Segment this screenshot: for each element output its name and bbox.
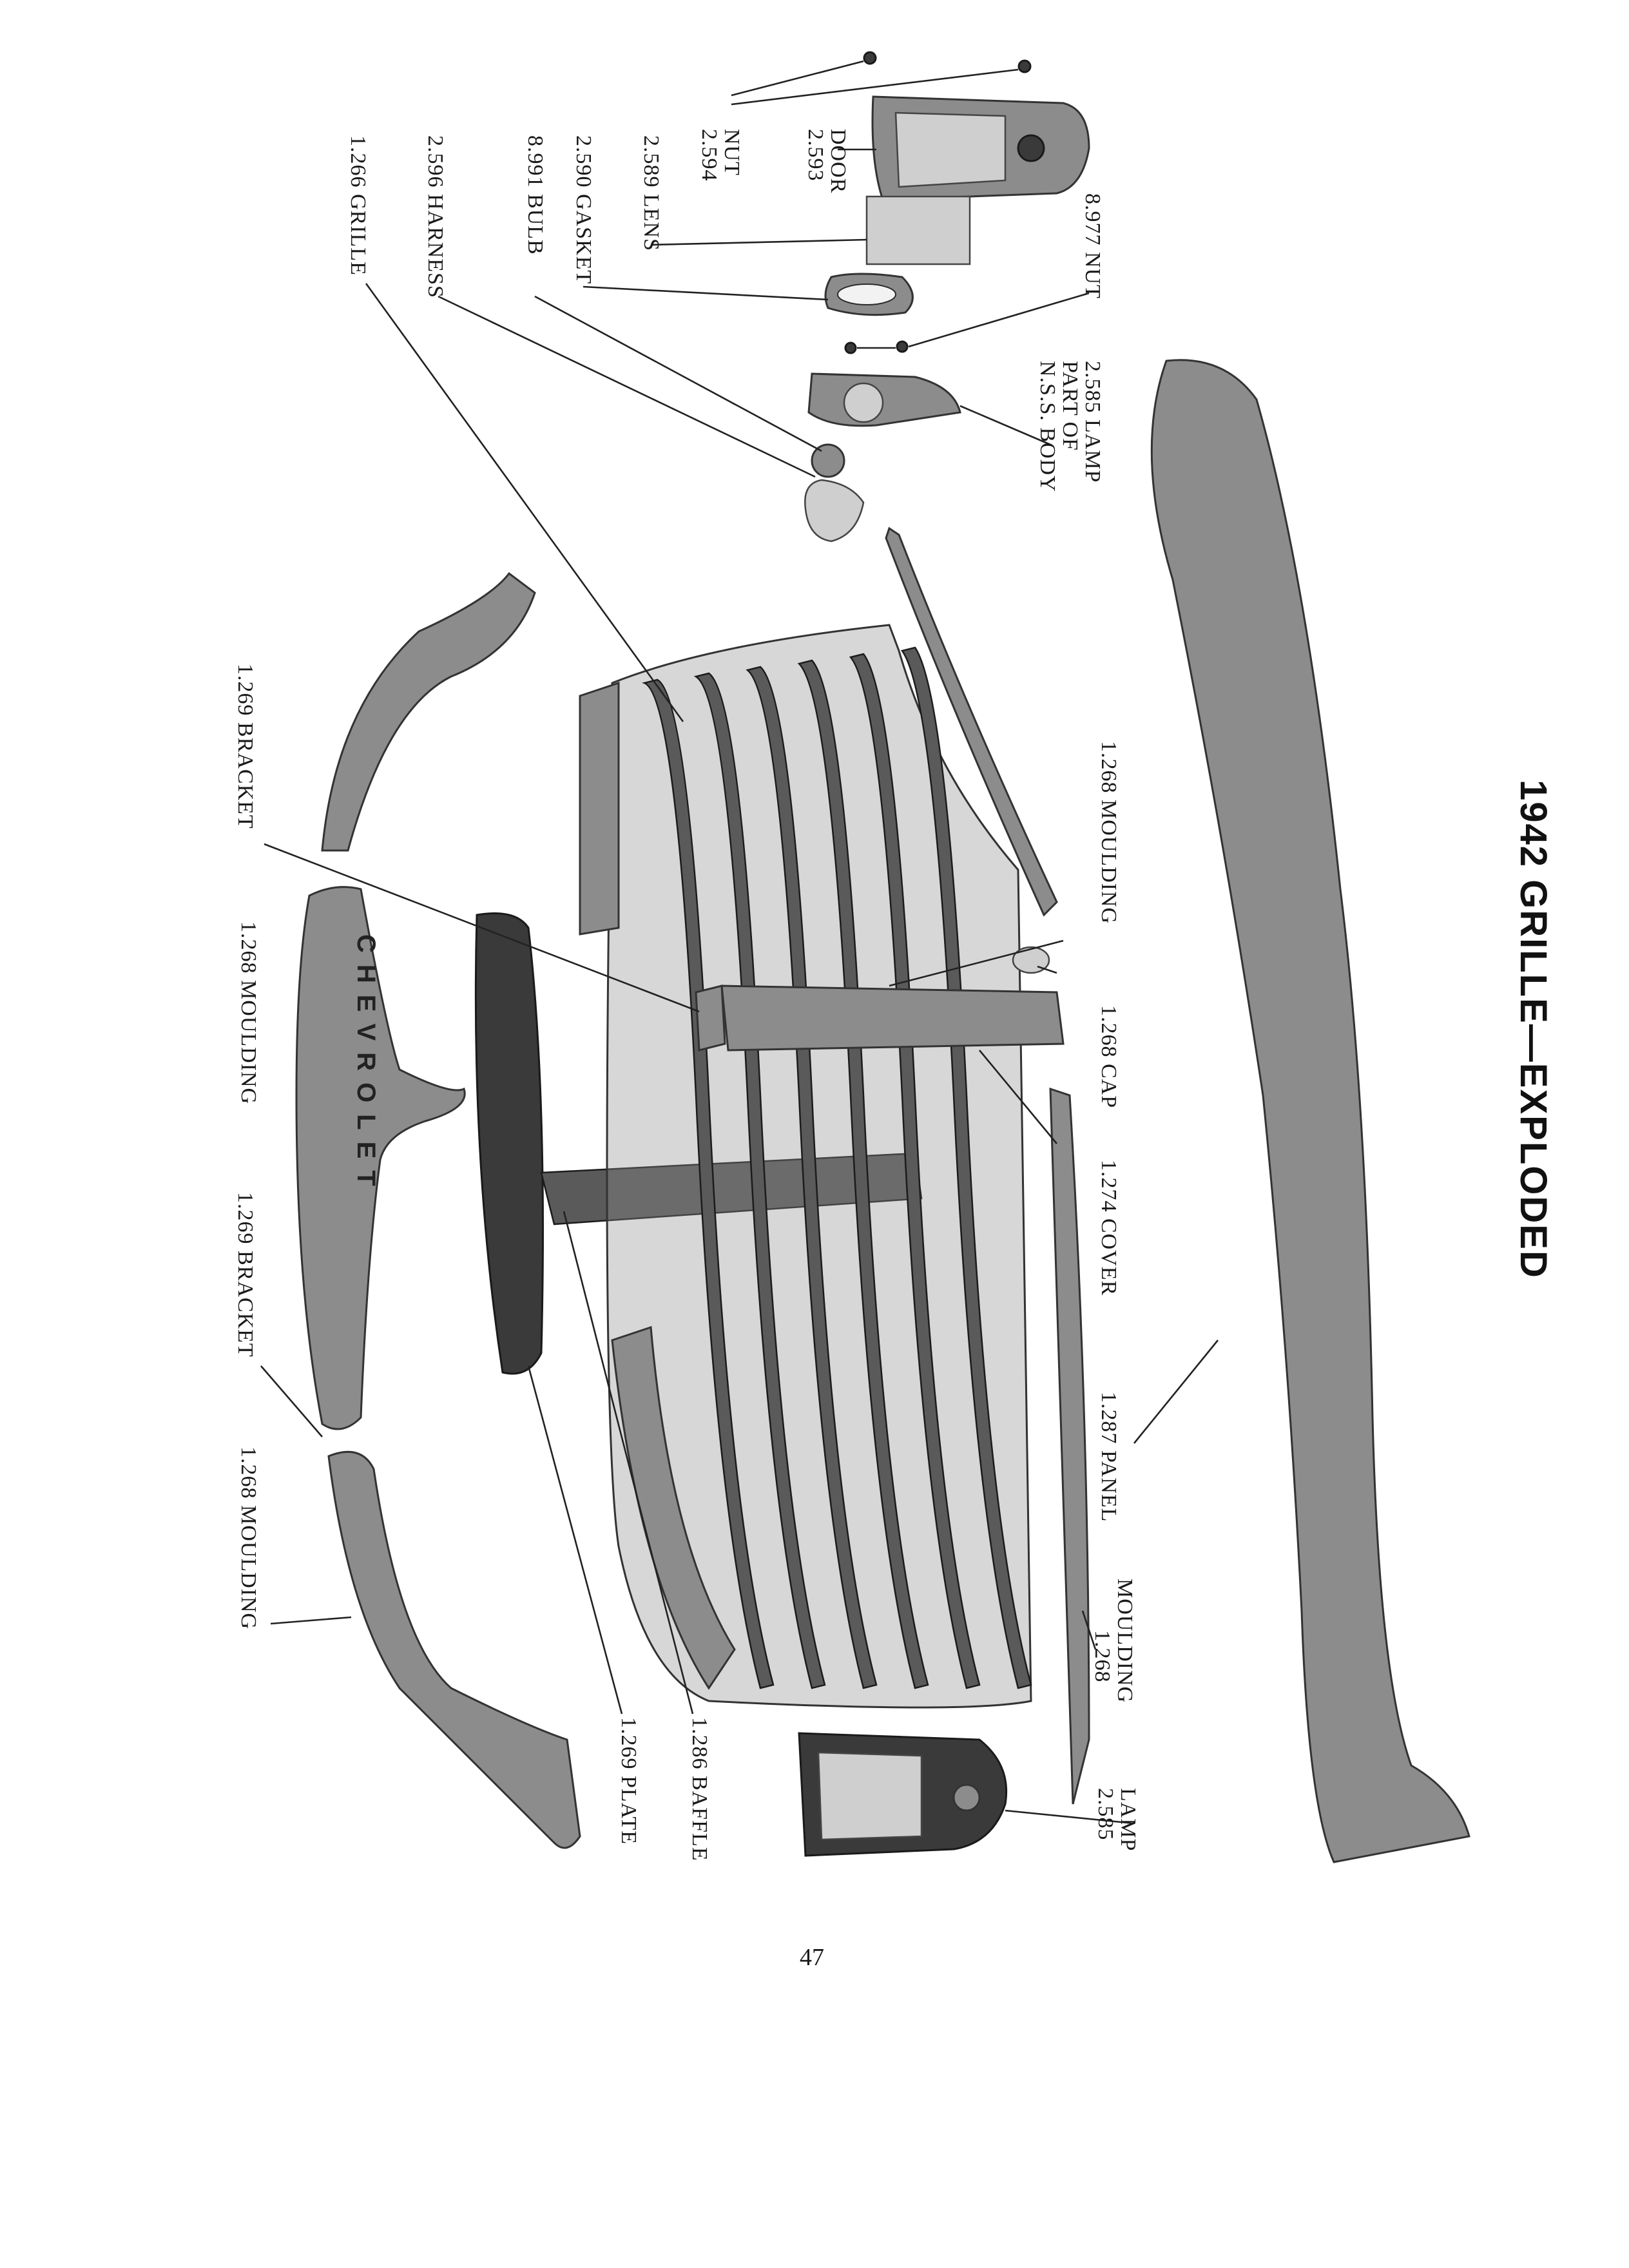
label-bracket-lower: 1.269 BRACKET — [233, 1192, 257, 1358]
logo-text: CHEVROLET — [352, 934, 380, 1198]
label-panel: 1.287 PANEL — [1097, 1392, 1121, 1522]
label-grille: 1.266 GRILLE — [346, 135, 370, 276]
label-moulding-mid: 1.268 MOULDING — [236, 921, 260, 1104]
label-nss-1: N.S.S. BODY — [1036, 361, 1059, 492]
label-nut-top-2: NUT — [720, 129, 744, 176]
label-lamp-2: LAMP — [1116, 1788, 1140, 1851]
label-bulb: 8.991 BULB — [523, 135, 547, 255]
gasket-part — [824, 273, 914, 316]
label-cover: 1.274 COVER — [1097, 1160, 1121, 1296]
label-baffle: 1.286 BAFFLE — [688, 1717, 711, 1861]
nut-8977-part — [844, 340, 909, 354]
bracket-small-part — [695, 985, 726, 1052]
labels: 1.266 GRILLE 2.596 HARNESS 8.991 BULB 2.… — [233, 129, 1140, 1861]
lens-part — [865, 195, 971, 265]
label-moulding-center: 1.268 MOULDING — [1097, 741, 1121, 924]
door-part — [871, 95, 1090, 201]
label-moulding-bottom-1: 1.268 — [1090, 1630, 1114, 1683]
label-door-2: DOOR — [826, 129, 850, 193]
label-nut-top-1: 2.594 — [697, 129, 721, 182]
label-door-1: 2.593 — [804, 129, 827, 182]
label-nss-3: 2.585 LAMP — [1081, 361, 1104, 483]
diagram-title: 1942 GRILLE—EXPLODED — [1512, 780, 1554, 1279]
cover-part — [720, 985, 1065, 1052]
page-number: 47 — [800, 1944, 824, 1971]
lamp-body-part — [807, 372, 961, 427]
center-moulding-part: CHEVROLET — [295, 886, 466, 1430]
bulb-harness-part — [804, 443, 865, 543]
leader-lines — [260, 60, 1219, 1825]
panel-part — [1150, 359, 1470, 1863]
top-moulding-part — [321, 572, 536, 852]
label-nss-2: PART OF — [1058, 361, 1082, 451]
side-moulding-part — [885, 526, 1058, 917]
label-gasket: 2.590 GASKET — [572, 135, 595, 284]
label-lamp-1: 2.585 — [1094, 1788, 1117, 1841]
plate-part — [540, 1152, 923, 1225]
label-moulding-left: 1.268 MOULDING — [236, 1446, 260, 1629]
label-bracket-top: 1.269 BRACKET — [233, 664, 257, 829]
baffle-part — [474, 912, 544, 1375]
lamp-part — [798, 1732, 1008, 1857]
lower-moulding-part — [327, 1450, 581, 1849]
bottom-moulding-part — [1049, 1087, 1090, 1805]
grille-part — [579, 624, 1032, 1709]
label-lens: 2.589 LENS — [639, 135, 663, 251]
label-moulding-bottom-2: MOULDING — [1113, 1579, 1137, 1703]
label-harness: 2.596 HARNESS — [423, 135, 447, 298]
nut-top-part — [863, 51, 1032, 73]
label-cap: 1.268 CAP — [1097, 1005, 1121, 1108]
label-plate: 1.269 PLATE — [617, 1717, 641, 1845]
label-nut-8977: 8.977 NUT — [1081, 193, 1104, 299]
